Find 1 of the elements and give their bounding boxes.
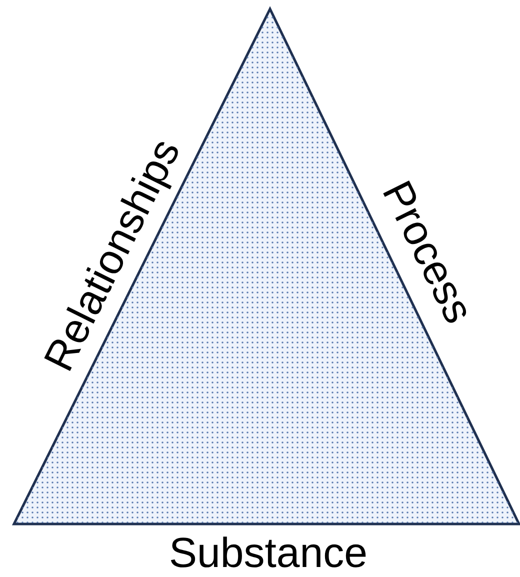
side-label: Substance <box>169 532 368 574</box>
